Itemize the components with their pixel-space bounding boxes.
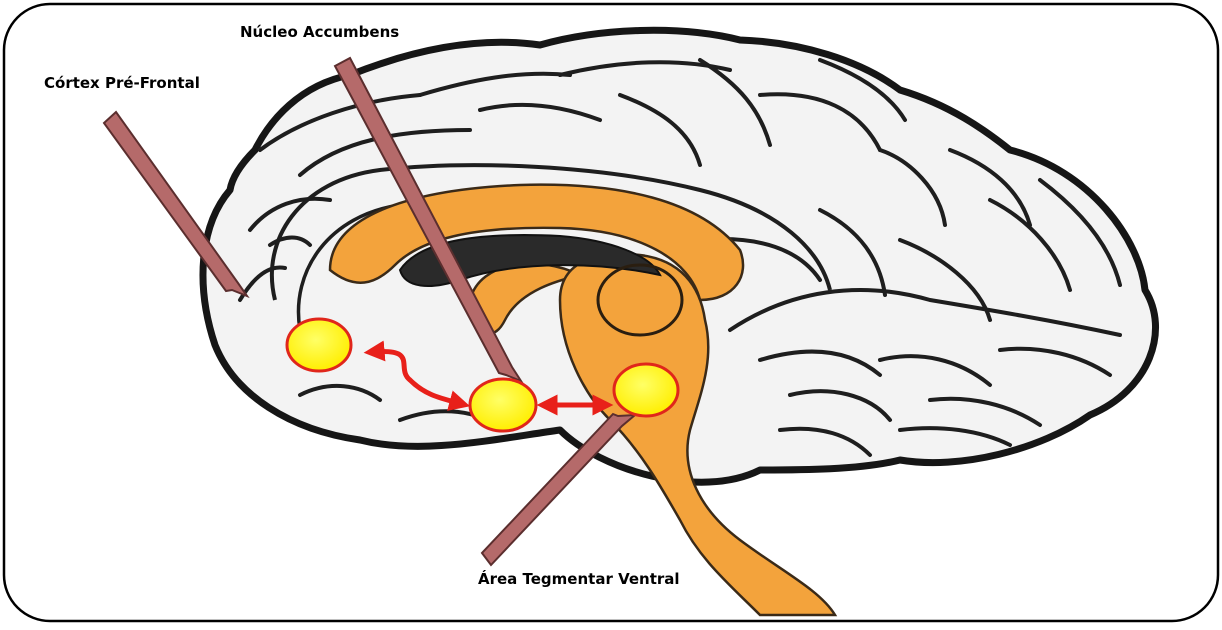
node-ventral-tegmental-area [614,364,678,416]
label-ventral-tegmental-area: Área Tegmentar Ventral [478,570,680,588]
label-nucleus-accumbens: Núcleo Accumbens [240,23,399,41]
node-nucleus-accumbens [470,379,536,431]
node-prefrontal-cortex [287,319,351,371]
label-prefrontal-cortex: Córtex Pré-Frontal [44,74,200,92]
